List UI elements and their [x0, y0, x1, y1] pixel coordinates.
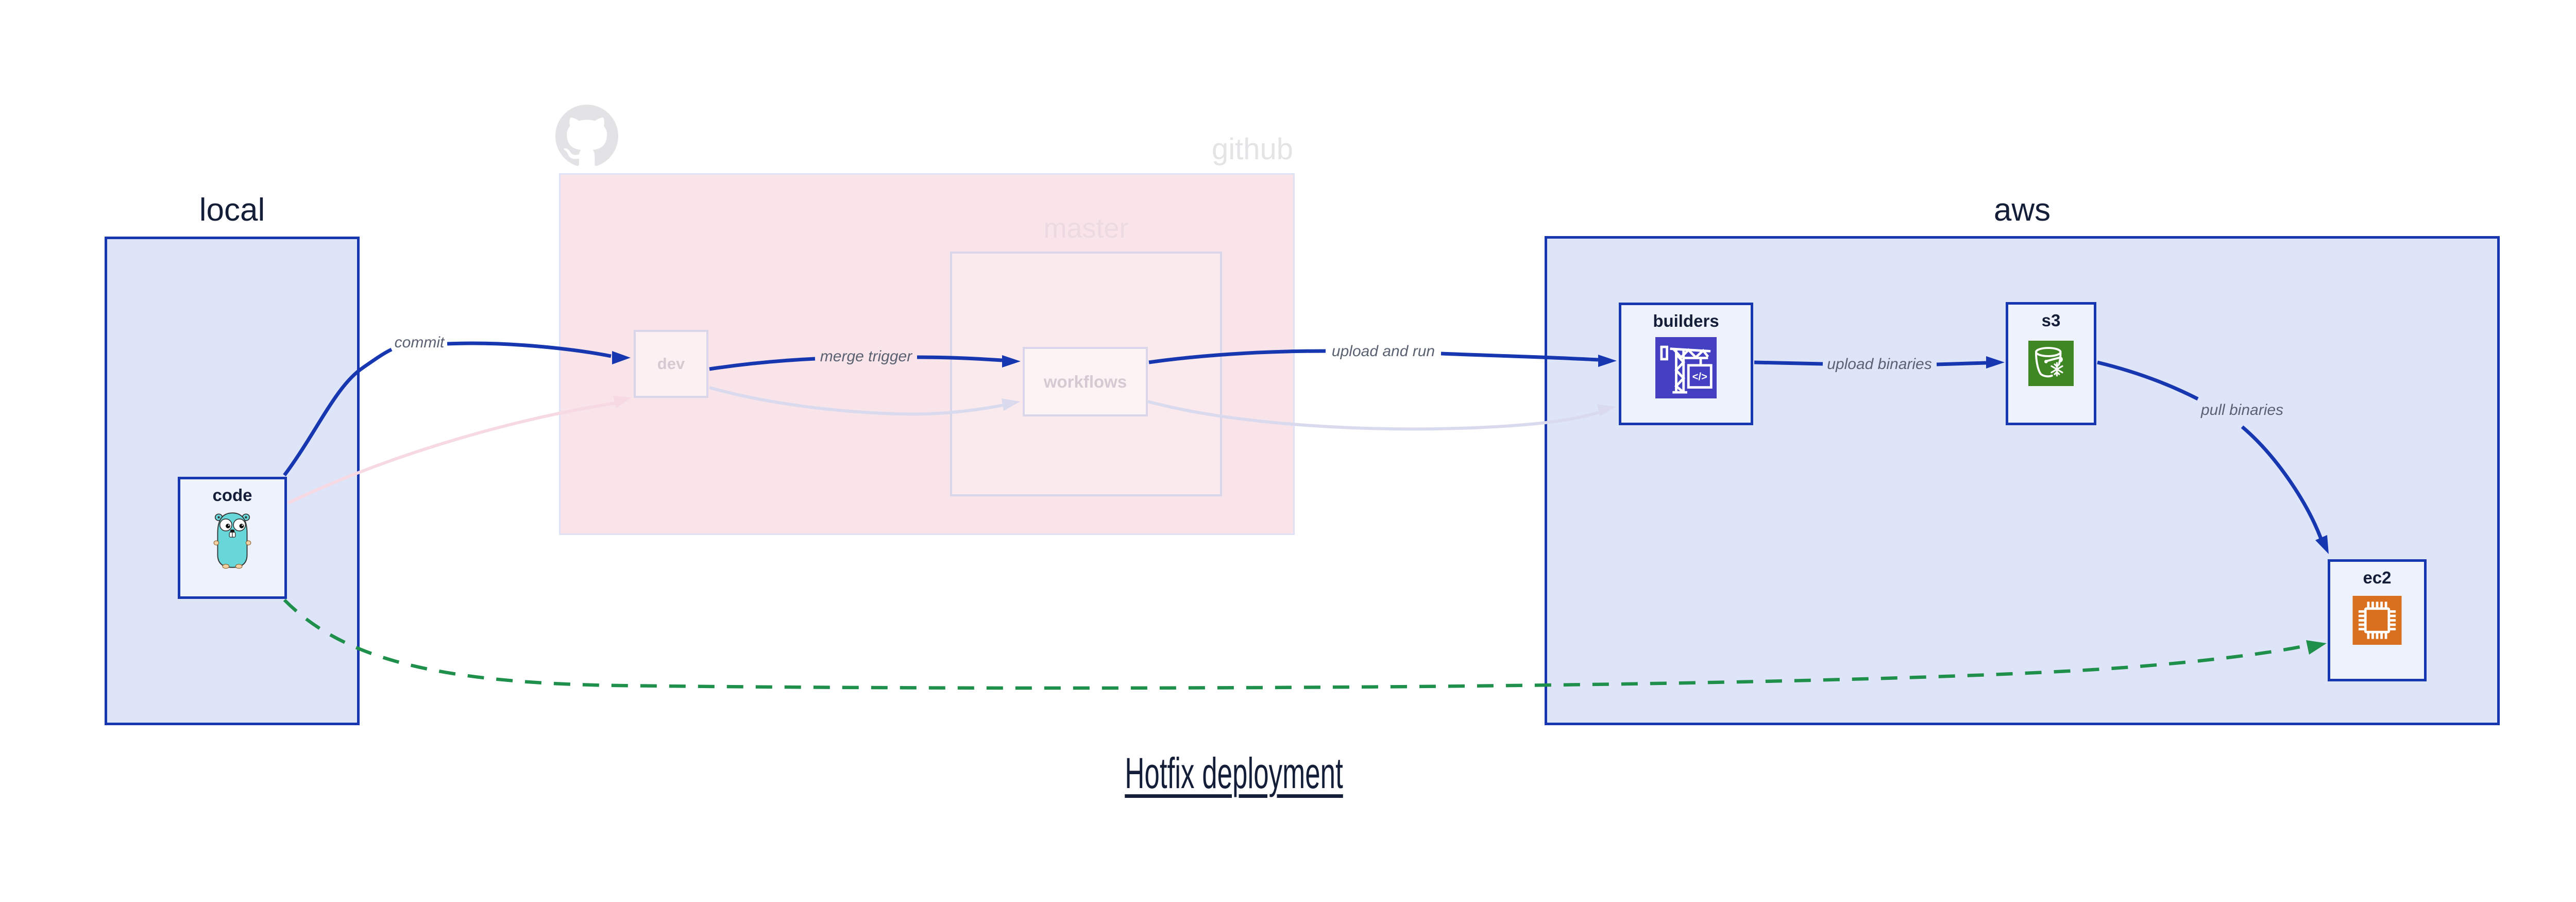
edge-label-merge-trigger: merge trigger	[820, 348, 912, 365]
node-workflows-label: workflows	[1043, 372, 1127, 391]
go-gopher-icon	[213, 511, 251, 569]
node-code: code	[178, 477, 287, 599]
node-workflows: workflows	[1023, 347, 1148, 416]
node-ec2: ec2	[2328, 559, 2427, 681]
edge-label-commit: commit	[394, 334, 445, 351]
node-ec2-label: ec2	[2363, 568, 2392, 587]
github-region-label: github	[1211, 132, 1293, 166]
master-branch-label: master	[1043, 213, 1129, 244]
node-builders-label: builders	[1653, 311, 1719, 330]
node-builders: builders </>	[1619, 303, 1753, 425]
master-branch-box	[950, 252, 1222, 496]
edge-label-pull-binaries: pull binaries	[2200, 402, 2284, 419]
edge-label-upload-binaries: upload binaries	[1827, 356, 1932, 373]
octocat-icon	[555, 105, 618, 166]
node-dev: dev	[634, 330, 708, 398]
edge-label-upload-and-run: upload and run	[1331, 343, 1435, 360]
svg-text:</>: </>	[1692, 371, 1707, 382]
aws-region-label: aws	[1993, 192, 2051, 228]
node-s3-label: s3	[2041, 311, 2061, 330]
node-s3: s3	[2006, 302, 2096, 425]
codebuild-crane-icon: </>	[1655, 337, 1717, 398]
diagram-title-wrap: Hotfix deployment	[1061, 748, 1407, 798]
ec2-chip-icon	[2352, 596, 2402, 645]
s3-glacier-bucket-icon	[2028, 341, 2074, 386]
node-code-label: code	[212, 486, 252, 505]
node-dev-label: dev	[657, 355, 685, 373]
diagram-title: Hotfix deployment	[1125, 749, 1343, 797]
local-region-label: local	[199, 192, 265, 228]
